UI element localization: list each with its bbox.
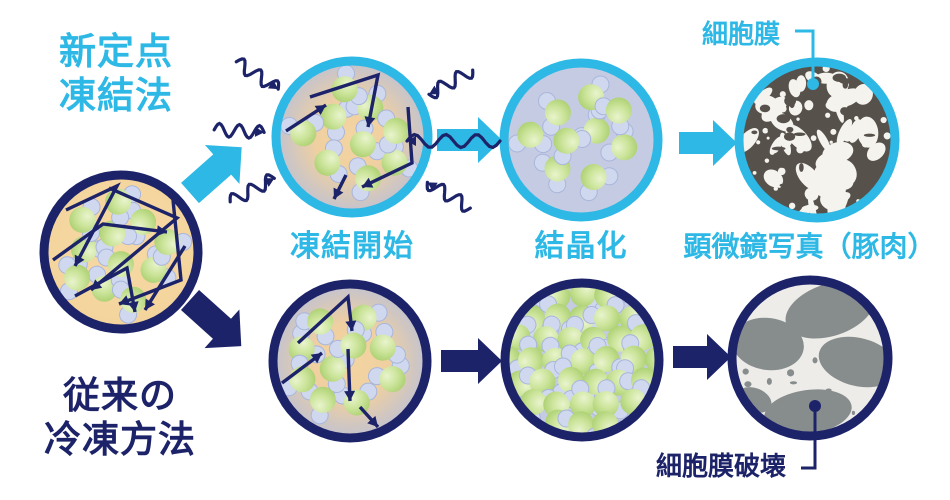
- old-method-title: 従来の 冷凍方法: [20, 374, 220, 463]
- new-method-title-line1: 新定点: [59, 30, 173, 73]
- circle-border-new-crystal: [499, 58, 663, 222]
- flow-arrow-old-1: [441, 338, 502, 384]
- cell-circle-old-photo: [727, 275, 893, 441]
- new-method-title: 新定点 凍結法: [36, 30, 196, 119]
- flow-arrow-new-2: [679, 120, 737, 166]
- water-molecule-icon: [369, 322, 406, 364]
- callout-line-destruction: [801, 400, 821, 470]
- new-method-title-line2: 凍結法: [59, 74, 173, 118]
- water-molecule-icon: [280, 113, 325, 147]
- water-molecule-icon: [518, 361, 563, 395]
- water-molecule-icon: [348, 157, 382, 202]
- water-molecule-icon: [537, 92, 571, 136]
- callout-dot-membrane: [807, 78, 819, 90]
- circle-border-new-freeze-start: [271, 56, 433, 218]
- old-method-title-line2: 冷凍方法: [44, 418, 196, 462]
- cell-circle-new-photo: [734, 57, 900, 223]
- freezing-start-label: 凍結開始: [290, 229, 414, 264]
- water-molecule-icon: [594, 97, 632, 136]
- crystallization-label: 結晶化: [534, 229, 628, 264]
- flow-arrow-new-branch: [181, 145, 242, 204]
- callout-line-membrane: [795, 29, 819, 90]
- circle-border-start-cell: [39, 170, 203, 334]
- cell-circle-start-cell: [39, 170, 203, 334]
- flow-arrow-old-2: [673, 334, 731, 380]
- water-molecule-icon: [582, 296, 625, 332]
- water-molecule-icon: [349, 119, 387, 161]
- circle-border-new-photo: [734, 57, 900, 223]
- water-molecule-icon: [367, 356, 410, 393]
- heat-escape-squiggles: [212, 57, 475, 213]
- heat-wave-on-arrow: [405, 132, 502, 150]
- cell-circle-new-freeze-start: [271, 56, 433, 218]
- cell-circle-old-crystal: [500, 278, 664, 442]
- water-molecule-icon: [553, 127, 592, 166]
- circle-border-old-freeze: [268, 279, 432, 443]
- circle-border-old-photo: [727, 275, 893, 441]
- micrograph-label: 顕微鏡写真（豚肉）: [683, 230, 936, 263]
- water-molecule-icon: [377, 109, 410, 154]
- cell-membrane-destruction-label: 細胞膜破壊: [656, 452, 787, 482]
- water-molecule-icon: [579, 164, 619, 202]
- flow-arrow-old-branch: [180, 289, 242, 349]
- old-method-title-line1: 従来の: [63, 374, 177, 417]
- cell-membrane-label: 細胞膜: [702, 20, 781, 50]
- callout-dot-destruction: [809, 400, 821, 412]
- cell-circle-old-freeze: [268, 279, 432, 443]
- water-molecule-icon: [508, 121, 553, 154]
- circle-border-old-crystal: [500, 278, 664, 442]
- cell-circle-new-crystal: [499, 58, 663, 222]
